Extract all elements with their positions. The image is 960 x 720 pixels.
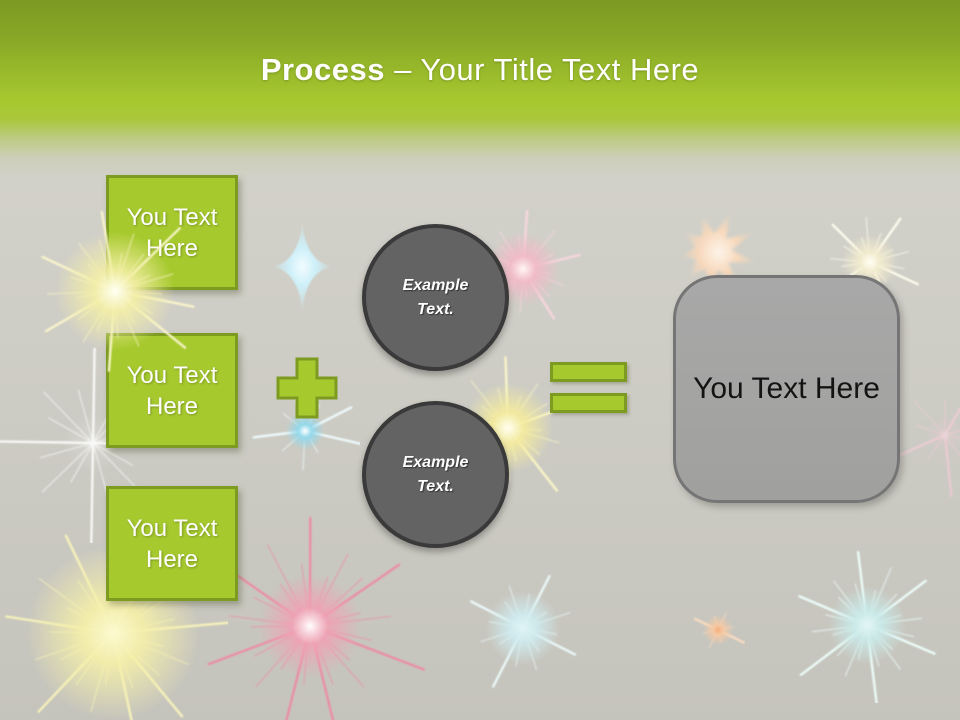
process-input-box-3-label: You Text Here <box>126 514 218 573</box>
process-input-box-2-label: You Text Here <box>126 361 218 420</box>
process-input-box-2: You Text Here <box>106 333 238 448</box>
plus-icon <box>276 357 338 419</box>
example-circle-1: Example Text. <box>362 224 509 371</box>
title-rest-text: – Your Title Text Here <box>384 52 700 87</box>
result-box-label: You Text Here <box>693 372 880 405</box>
result-box: You Text Here <box>673 275 900 503</box>
equals-bar-top <box>550 362 627 382</box>
title-bold-text: Process <box>260 52 385 87</box>
example-circle-2-label: Example Text. <box>402 453 469 495</box>
equals-icon <box>550 362 627 413</box>
example-circle-1-label: Example Text. <box>402 276 469 318</box>
slide-title: Process – Your Title Text Here <box>0 52 960 88</box>
process-input-box-3: You Text Here <box>106 486 238 601</box>
process-input-box-1-label: You Text Here <box>126 203 218 262</box>
example-circle-2: Example Text. <box>362 401 509 548</box>
process-input-box-1: You Text Here <box>106 175 238 290</box>
equals-bar-bottom <box>550 393 627 413</box>
